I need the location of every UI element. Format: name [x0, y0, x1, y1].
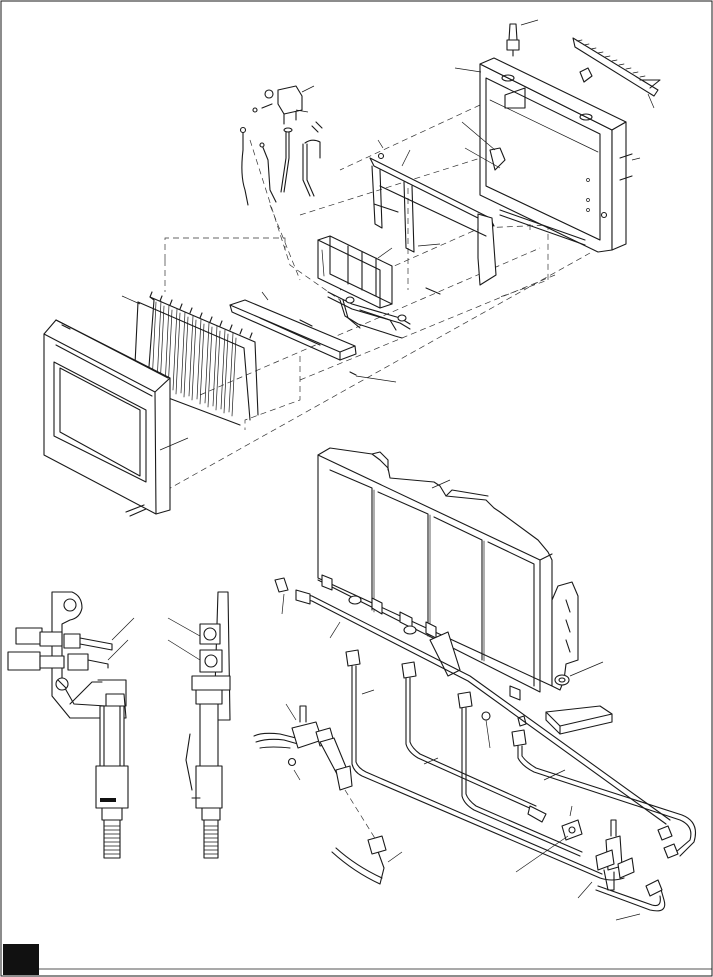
firebox-back-panel	[479, 57, 627, 253]
burner-manifold-assembly	[253, 447, 697, 921]
page-tab	[3, 944, 39, 975]
burner-block	[317, 235, 393, 309]
pilot-valve	[253, 703, 353, 791]
feed-tubes	[351, 665, 697, 921]
deflector-clip	[579, 67, 593, 83]
burner-pan	[229, 291, 397, 383]
tee-fitting	[515, 819, 635, 899]
heater-exploded-view	[43, 19, 661, 517]
mounting-bracket	[545, 581, 613, 735]
front-casing	[43, 319, 189, 517]
pilot-tube	[331, 789, 403, 885]
retainer-screw	[377, 152, 385, 160]
burner-plaques	[317, 447, 553, 701]
screw	[619, 153, 633, 181]
spark-electrode	[506, 19, 539, 57]
gas-tubing	[239, 121, 323, 206]
manifold-tube	[295, 589, 671, 825]
pilot-assembly-front-view	[7, 591, 135, 859]
heat-deflector	[572, 37, 661, 109]
burner-frame	[369, 149, 497, 286]
manifold-tubes	[327, 287, 441, 339]
control-valve	[252, 85, 315, 125]
union-fitting	[561, 819, 583, 841]
pilot-assembly-side-view	[167, 591, 231, 859]
orifice-fittings	[274, 577, 527, 749]
